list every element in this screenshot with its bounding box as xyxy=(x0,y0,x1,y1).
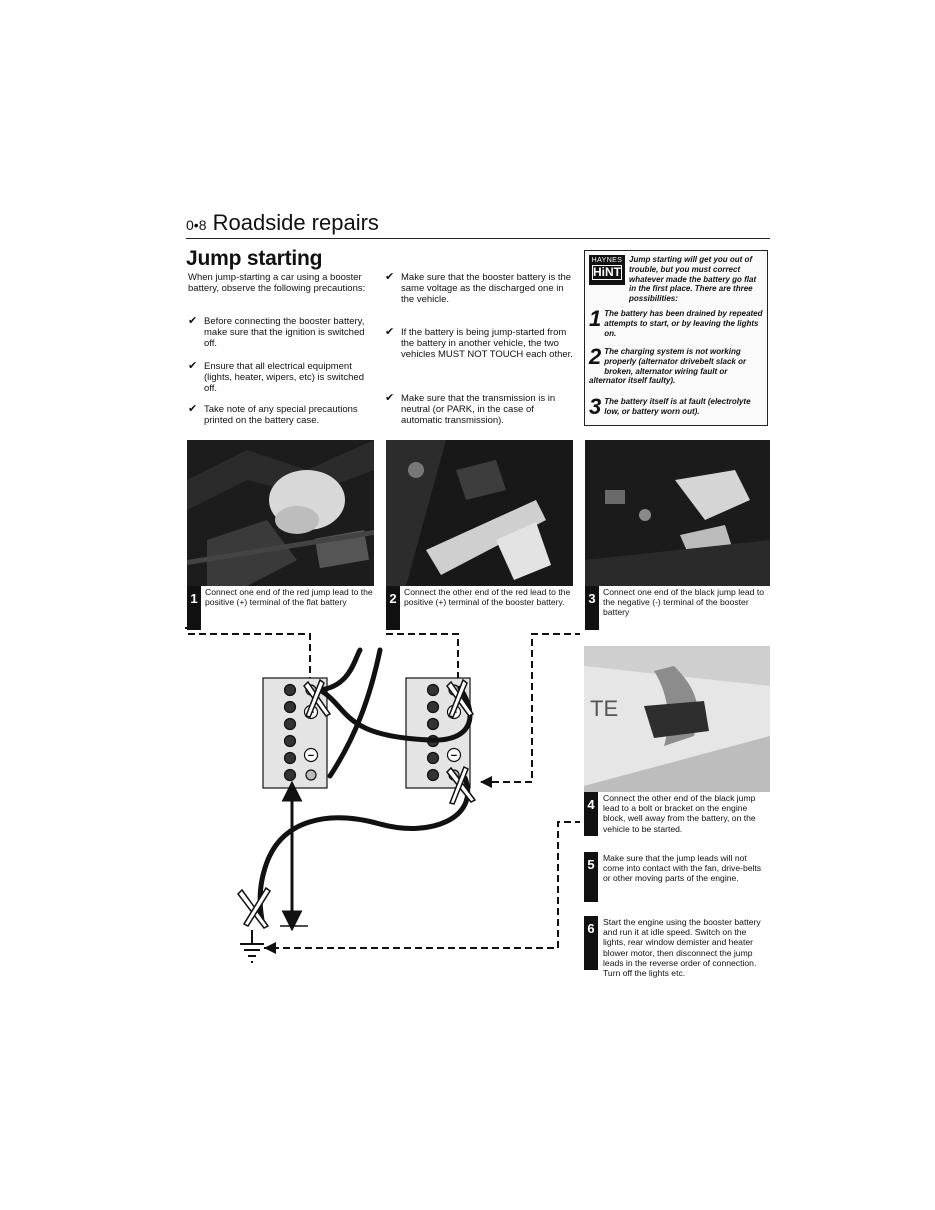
flat-battery-negative-symbol: − xyxy=(308,750,314,762)
separation-arrow-icon xyxy=(281,780,303,932)
hint-item: 3 The battery itself is at fault (electr… xyxy=(589,394,765,419)
haynes-hint-logo: HAYNES HiNT xyxy=(589,255,625,285)
checkmark-icon: ✔ xyxy=(188,403,198,415)
article-title: Jump starting xyxy=(186,247,323,270)
step-caption-3: Connect one end of the black jump lead t… xyxy=(603,587,765,618)
step-number-6: 6 xyxy=(584,916,598,970)
photo-booster-battery-positive xyxy=(386,440,573,586)
step-number-5: 5 xyxy=(584,852,598,902)
hint-item: 2 The charging system is not working pro… xyxy=(589,344,765,386)
step-caption-5: Make sure that the jump leads will not c… xyxy=(603,853,762,884)
svg-text:TE: TE xyxy=(590,696,618,721)
crocodile-clip-icon xyxy=(237,678,477,929)
arrow-head-icon xyxy=(480,776,492,788)
jump-lead-connection-diagram: + − + − xyxy=(188,633,580,963)
precaution-text: If the battery is being jump-started fro… xyxy=(401,327,573,360)
booster-battery-negative-symbol: − xyxy=(451,750,457,762)
photo-booster-battery-negative xyxy=(585,440,770,586)
step-caption-6: Start the engine using the booster batte… xyxy=(603,917,761,979)
precaution-text: Take note of any special precautions pri… xyxy=(204,404,358,426)
step-number-2: 2 xyxy=(386,586,400,630)
checkmark-icon: ✔ xyxy=(188,360,198,372)
hint-item-text: The battery has been drained by repeated… xyxy=(604,309,763,338)
page-header: 0•8 Roadside repairs xyxy=(186,210,379,236)
checkmark-icon: ✔ xyxy=(385,392,395,404)
page-number: 0•8 xyxy=(186,217,207,233)
step-number-3: 3 xyxy=(585,586,599,630)
section-title: Roadside repairs xyxy=(212,210,379,235)
step-number-4: 4 xyxy=(584,792,598,836)
checkmark-icon: ✔ xyxy=(385,271,395,283)
arrow-head-icon xyxy=(264,942,276,954)
haynes-hint-box: HAYNES HiNT Jump starting will get you o… xyxy=(584,250,768,426)
precaution-text: Make sure that the booster battery is th… xyxy=(401,272,572,305)
photo-flat-battery-positive xyxy=(187,440,374,586)
hint-item-text: The battery itself is at fault (electrol… xyxy=(604,397,751,416)
photo-engine-block-earth: TE xyxy=(584,646,770,792)
step-number-1: 1 xyxy=(187,586,201,630)
hint-item: 1 The battery has been drained by repeat… xyxy=(589,306,765,338)
step-caption-4: Connect the other end of the black jump … xyxy=(603,793,756,834)
article-intro: When jump-starting a car using a booster… xyxy=(188,272,366,294)
checkmark-icon: ✔ xyxy=(188,315,198,327)
hint-item-number: 3 xyxy=(589,394,602,419)
precaution-text: Make sure that the transmission is in ne… xyxy=(401,393,556,426)
step-caption-1: Connect one end of the red jump lead to … xyxy=(205,587,373,608)
hint-item-text: The charging system is not working prope… xyxy=(589,347,747,386)
header-rule xyxy=(186,238,770,239)
precaution-text: Ensure that all electrical equipment (li… xyxy=(204,361,364,394)
step-caption-2: Connect the other end of the red lead to… xyxy=(404,587,571,608)
hint-item-number: 2 xyxy=(589,344,602,369)
dashed-leader-lines xyxy=(188,633,580,949)
margin-mark xyxy=(185,627,189,629)
checkmark-icon: ✔ xyxy=(385,326,395,338)
precaution-text: Before connecting the booster battery, m… xyxy=(204,316,365,349)
hint-intro: Jump starting will get you out of troubl… xyxy=(629,255,757,304)
hint-item-number: 1 xyxy=(589,306,602,331)
earth-ground-icon xyxy=(240,930,264,963)
